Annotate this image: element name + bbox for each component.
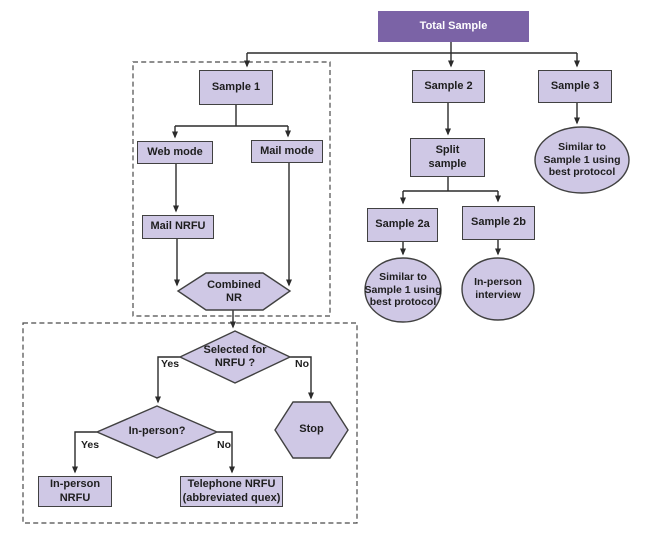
node-web-mode: Web mode: [137, 141, 213, 164]
edge-label-inperson-yes: Yes: [80, 438, 100, 451]
node-total-sample: Total Sample: [378, 11, 529, 42]
dashed-group-sample1: [132, 61, 331, 317]
edge-label-selected-yes: Yes: [160, 357, 180, 370]
edge-label-inperson-no: No: [217, 438, 231, 451]
node-mail-mode: Mail mode: [251, 140, 323, 163]
node-mail-nrfu: Mail NRFU: [142, 215, 214, 239]
node-sample3: Sample 3: [538, 70, 612, 103]
connector-split-branch: [403, 177, 498, 192]
node-sample2a: Sample 2a: [367, 208, 438, 242]
edge-label-selected-no: No: [295, 357, 309, 370]
node-sample2b: Sample 2b: [462, 206, 535, 240]
stop-hexagon: [274, 401, 349, 459]
connector-selected-no: [290, 356, 314, 400]
connector-sample1-split: [175, 105, 288, 127]
node-telephone-nrfu: Telephone NRFU (abbreviated quex): [180, 476, 283, 507]
sample2a-outcome-ellipse: [364, 257, 442, 323]
node-sample2: Sample 2: [412, 70, 485, 103]
connector-inperson-yes: [72, 431, 97, 474]
sample3-outcome-ellipse: [534, 126, 630, 194]
selected-for-nrfu-diamond: [178, 330, 292, 384]
dashed-group-nrfu: [22, 322, 358, 524]
combined-nr-hexagon: [176, 272, 292, 311]
in-person-diamond: [95, 405, 219, 459]
connector-selected-yes: [155, 356, 180, 404]
node-sample1: Sample 1: [199, 70, 273, 105]
connector-inperson-no: [217, 431, 235, 474]
node-in-person-nrfu: In-person NRFU: [38, 476, 112, 507]
node-split-sample: Split sample: [410, 138, 485, 177]
sample2b-outcome-ellipse: [461, 257, 535, 321]
